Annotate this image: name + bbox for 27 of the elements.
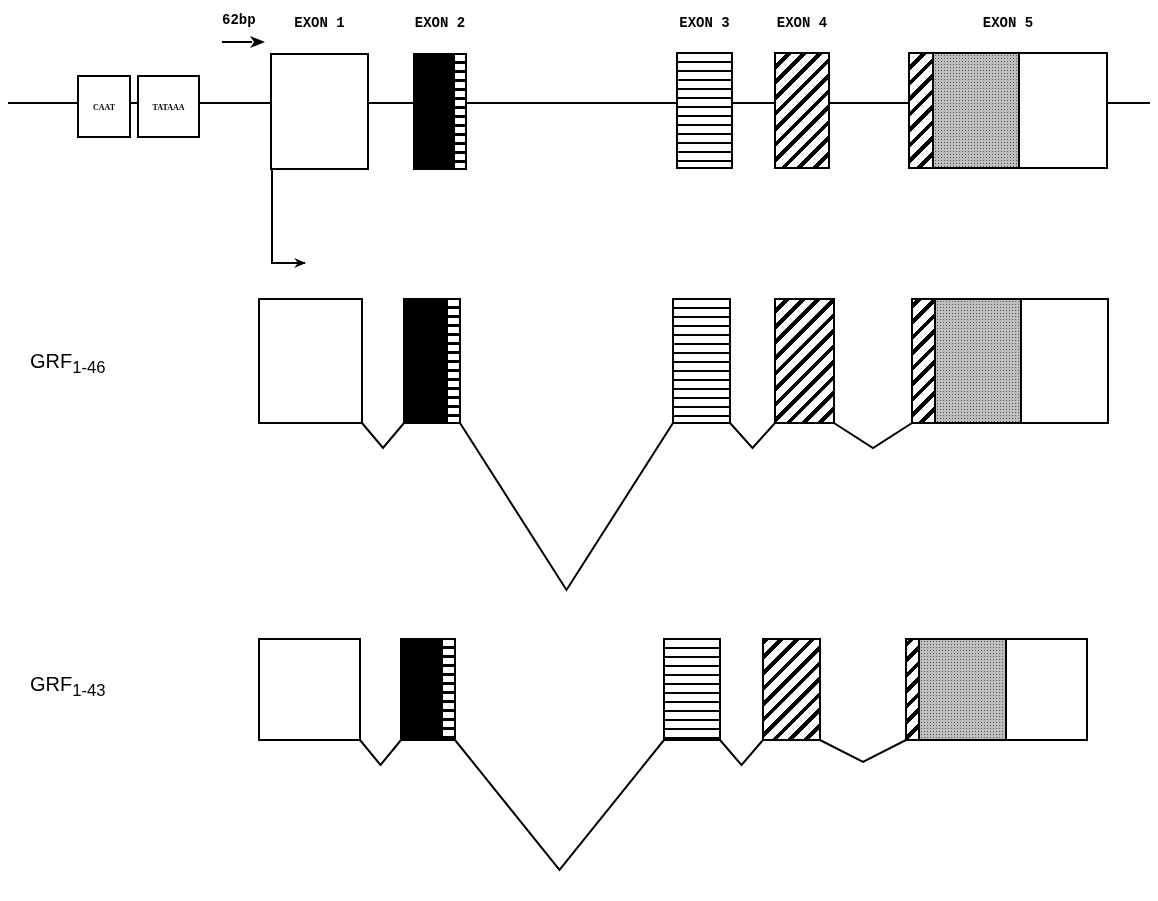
intron-line (829, 102, 909, 104)
element-label: TATAAA (151, 102, 186, 111)
intron-line (7, 102, 78, 104)
exon-label: EXON 4 (776, 15, 828, 31)
exon-label: EXON 5 (982, 15, 1034, 31)
splice-line (819, 739, 907, 764)
intron-line (1107, 102, 1151, 104)
exon-label: EXON 1 (294, 15, 345, 31)
splice-line (729, 422, 776, 450)
exon-label: EXON 2 (414, 15, 466, 31)
intron-line (466, 102, 677, 104)
transcript-label: GRF$_{1-46}$ (30, 350, 106, 378)
element-label: CAAT (91, 102, 117, 111)
length-label: 62bp (222, 12, 256, 28)
intron-line (130, 102, 138, 104)
splice-line (833, 422, 913, 450)
intron-line (732, 102, 775, 104)
transcript-label: GRF$_{1-43}$ (30, 673, 106, 701)
splice-line (359, 739, 402, 767)
transcription-start-arrow (271, 169, 306, 268)
exon-label: EXON 3 (679, 15, 730, 31)
splice-line (361, 422, 405, 450)
splice-line (719, 739, 764, 767)
splice-line (454, 739, 665, 872)
splice-line (459, 422, 674, 592)
intron-line (199, 102, 271, 104)
intron-line (368, 102, 414, 104)
